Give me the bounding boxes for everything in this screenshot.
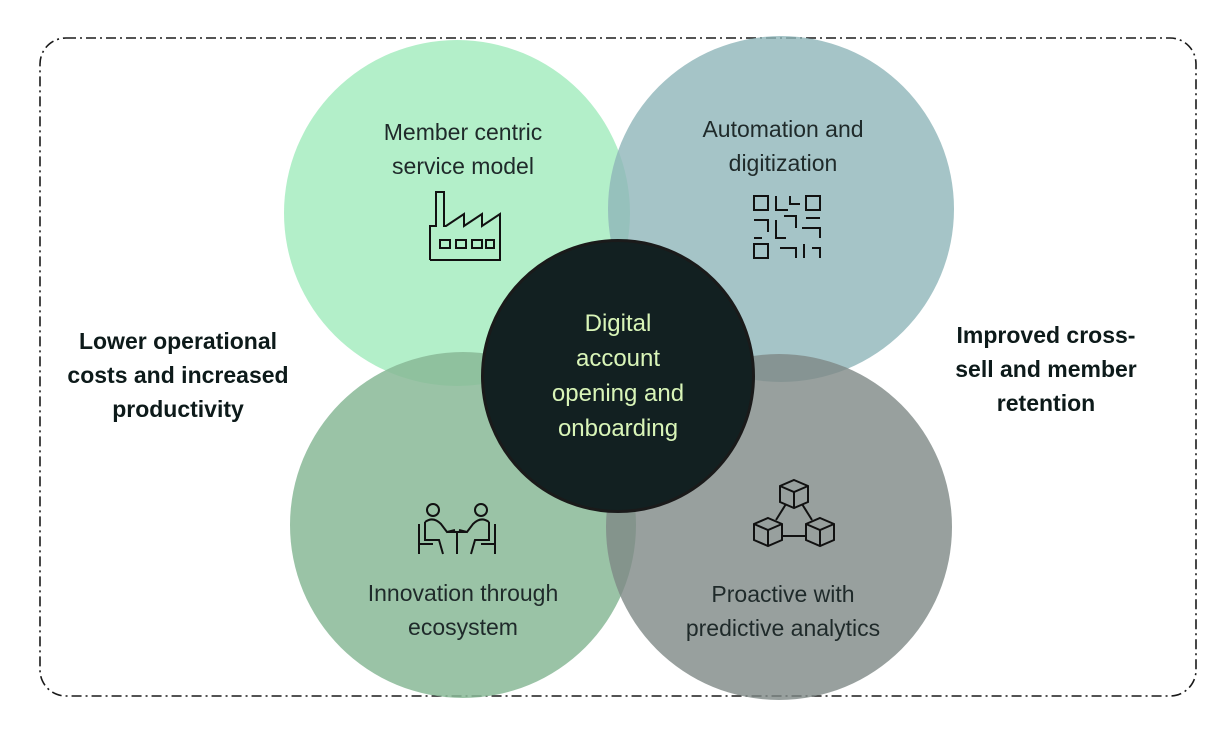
label-proactive: Proactive with predictive analytics (685, 581, 881, 641)
qr-code-icon (753, 195, 821, 259)
center-label: Digital account opening and onboarding (551, 310, 685, 442)
center-circle (481, 239, 755, 513)
factory-icon (429, 191, 501, 261)
people-meeting-icon (418, 503, 496, 555)
label-member-centric: Member centric service model (383, 119, 543, 179)
left-benefit-label: Lower operational costs and increased pr… (67, 328, 289, 422)
label-innovation: Innovation through ecosystem (367, 580, 559, 640)
right-benefit-label: Improved cross- sell and member retentio… (955, 322, 1137, 416)
label-automation: Automation and digitization (702, 116, 864, 176)
blocks-icon (753, 478, 835, 548)
